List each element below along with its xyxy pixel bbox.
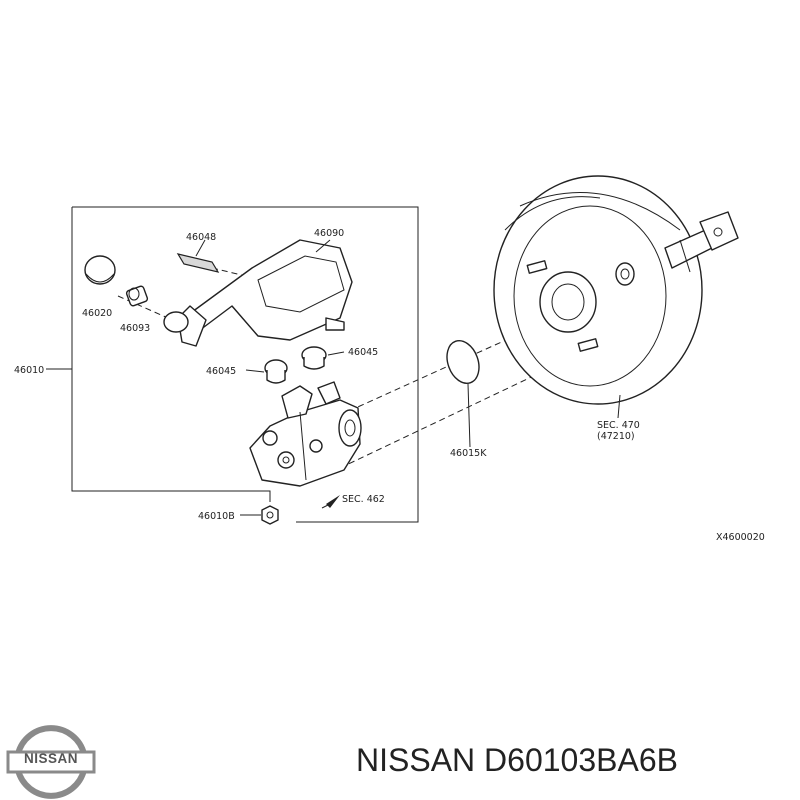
label-46010b: 46010B — [198, 511, 235, 522]
level-sensor-46048 — [176, 253, 220, 273]
brake-booster — [493, 175, 739, 405]
label-sec462: SEC. 462 — [342, 494, 385, 505]
grommet-46045-left — [264, 359, 288, 384]
grommet-46045-right — [301, 346, 327, 370]
assembly-line-sensor — [211, 267, 247, 277]
leader-46048 — [195, 239, 206, 257]
reservoir-cap-46020 — [84, 255, 116, 285]
master-cylinder-body — [249, 381, 362, 487]
label-sec470: SEC. 470 — [597, 420, 640, 431]
leader-46015k — [467, 383, 471, 448]
strainer-46093 — [125, 285, 149, 307]
leader-46045b — [327, 351, 345, 356]
nissan-logo — [6, 725, 96, 799]
leader-46045a — [245, 369, 265, 373]
label-46020: 46020 — [82, 308, 112, 319]
label-46093: 46093 — [120, 323, 150, 334]
assembly-line-cap — [117, 295, 169, 319]
label-46045-left: 46045 — [206, 366, 236, 377]
nut-46010b — [261, 505, 279, 525]
reservoir-tank — [163, 239, 353, 347]
leader-46090 — [315, 239, 331, 253]
label-46015k: 46015K — [450, 448, 487, 459]
drawing-code: X4600020 — [716, 532, 765, 543]
label-46048: 46048 — [186, 232, 216, 243]
gasket-46015k — [446, 339, 480, 385]
label-46090: 46090 — [314, 228, 344, 239]
sec462-arrow — [326, 495, 340, 508]
nissan-logo-text: NISSAN — [23, 751, 78, 766]
assembly-bracket-frame — [71, 206, 419, 523]
part-number-caption: NISSAN D60103BA6B — [356, 742, 678, 778]
label-sec470-sub: (47210) — [597, 431, 635, 442]
label-46045-right: 46045 — [348, 347, 378, 358]
label-46010: 46010 — [14, 365, 44, 376]
leader-sec470 — [617, 394, 621, 419]
